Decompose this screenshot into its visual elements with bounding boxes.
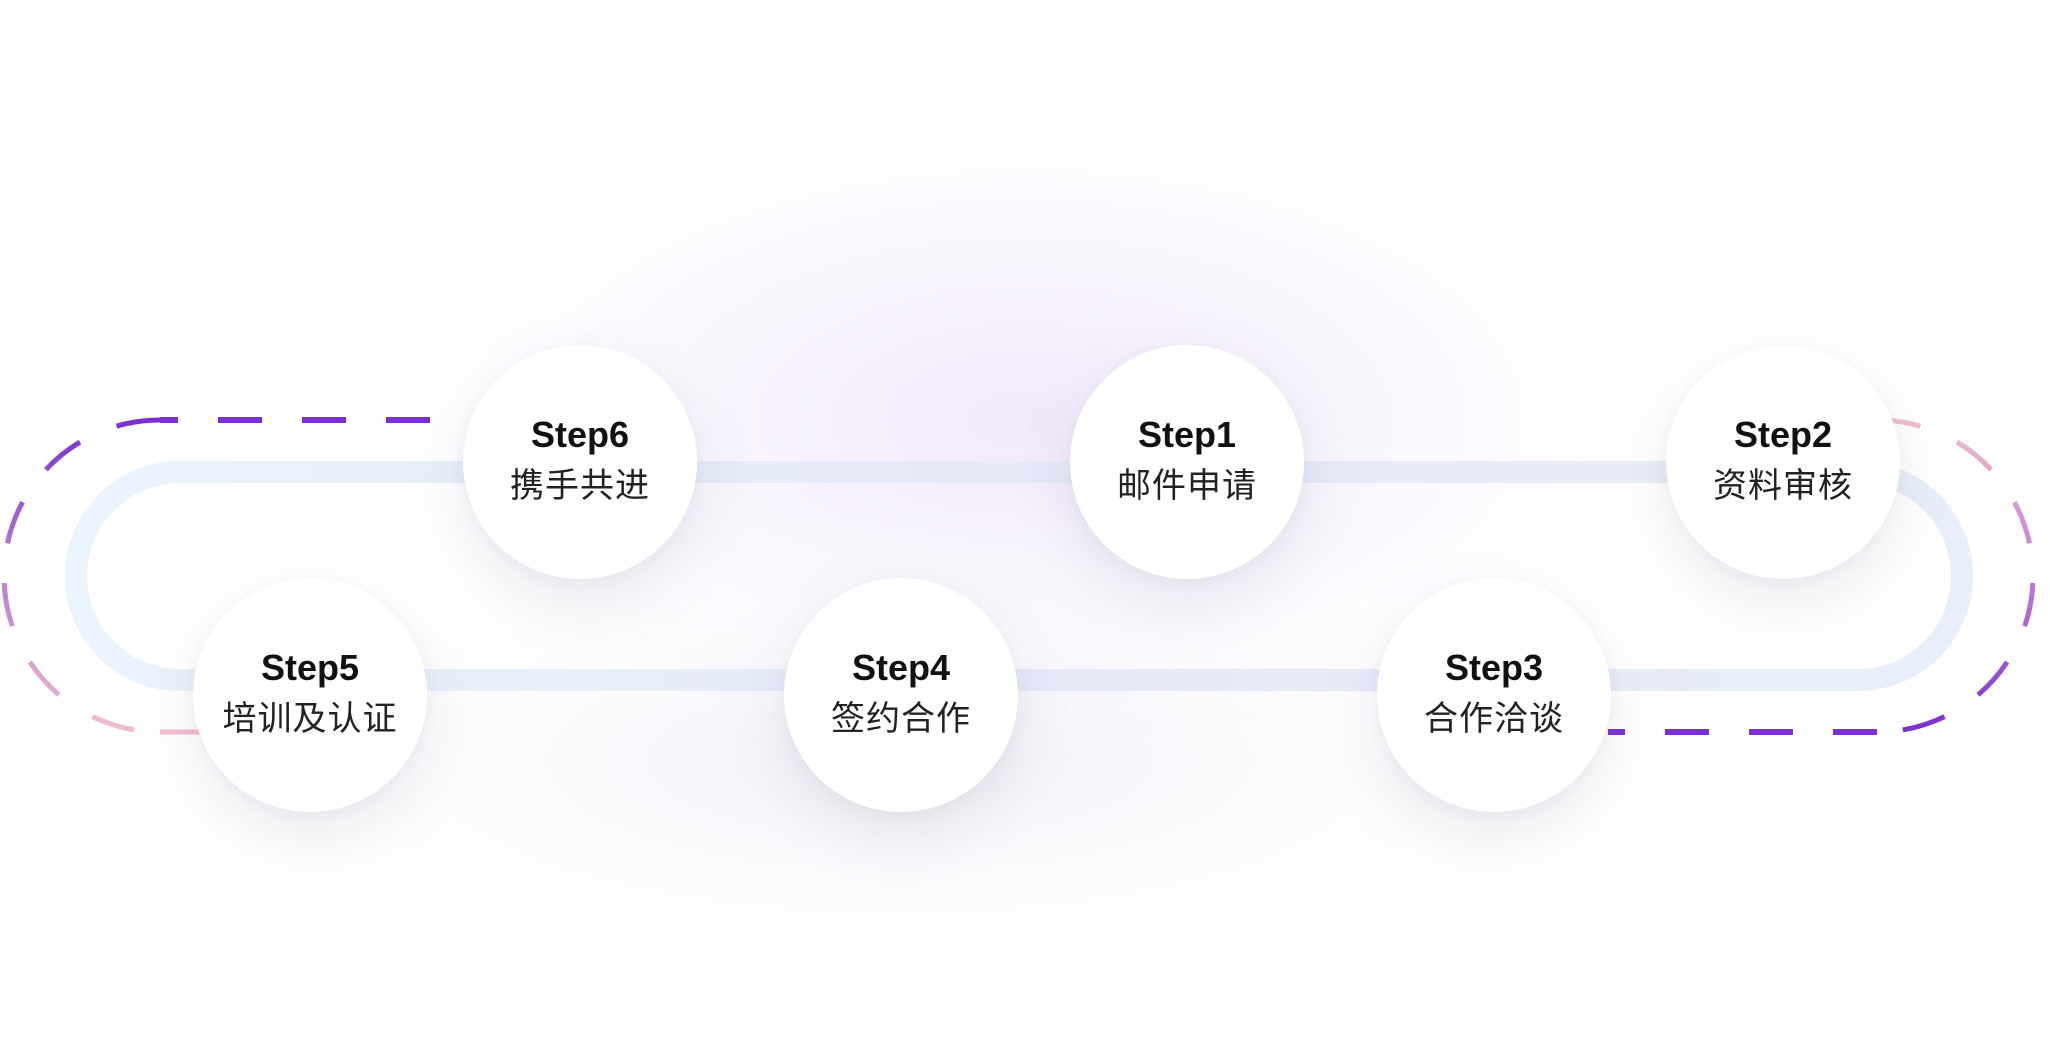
step-6-title: Step6	[530, 414, 630, 455]
step-node-3: Step3 合作洽谈	[1377, 578, 1611, 812]
step-4-label: 签约合作	[831, 699, 971, 739]
step-6-label: 携手共进	[510, 466, 650, 506]
step-3-label: 合作洽谈	[1424, 699, 1564, 739]
step-2-label: 资料审核	[1713, 466, 1853, 506]
step-5-title: Step5	[260, 647, 360, 688]
step-node-1: Step1 邮件申请	[1070, 345, 1304, 579]
step-node-4: Step4 签约合作	[784, 578, 1018, 812]
step-1-title: Step1	[1137, 414, 1237, 455]
flow-track	[65, 461, 1973, 691]
step-2-title: Step2	[1733, 414, 1833, 455]
step-node-2: Step2 资料审核	[1666, 345, 1900, 579]
step-5-label: 培训及认证	[222, 699, 398, 739]
step-3-title: Step3	[1444, 647, 1544, 688]
step-node-6: Step6 携手共进	[463, 345, 697, 579]
step-node-5: Step5 培训及认证	[193, 578, 427, 812]
step-4-title: Step4	[851, 647, 951, 688]
step-1-label: 邮件申请	[1117, 466, 1257, 506]
